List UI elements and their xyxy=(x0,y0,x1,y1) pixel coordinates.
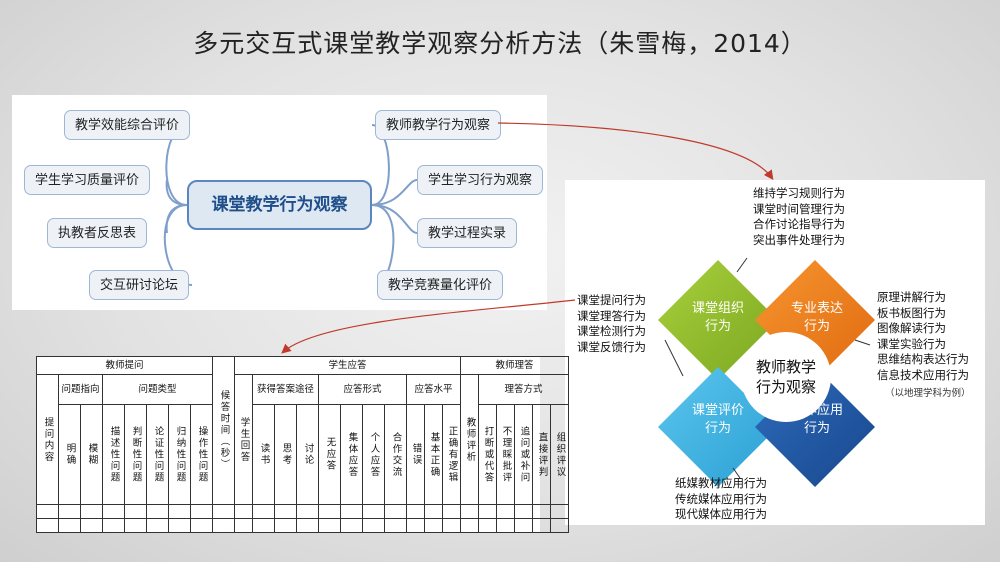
mindmap-panel: 课堂教学行为观察 教学效能综合评价 学生学习质量评价 执教者反思表 交互研讨论坛… xyxy=(12,95,547,310)
list-item: 信息技术应用行为 xyxy=(877,367,969,382)
observation-table: 教师提问 候答时间（秒） 学生应答 教师理答 提问内容 问题指向 问题类型 学生… xyxy=(35,356,570,533)
sub-form-none: 无应答 xyxy=(318,404,342,505)
sub-method-followup: 追问或补问 xyxy=(514,404,534,505)
sub-level-logical: 正确有逻辑 xyxy=(442,404,462,505)
quadrant-media-line2: 行为 xyxy=(803,421,830,436)
quadrant-expression-line1: 专业表达 xyxy=(790,301,843,316)
col-question-content: 提问内容 xyxy=(36,374,59,505)
branch-left-3 xyxy=(165,204,188,234)
list-item: 课堂实验行为 xyxy=(877,336,946,351)
sub-type-judgment: 判断性问题 xyxy=(124,404,147,505)
list-item: 维持学习规则行为 xyxy=(753,186,845,200)
sub-path-discussion: 讨论 xyxy=(296,404,320,505)
col-answer-path: 获得答案途径 xyxy=(252,374,320,405)
quadrant-evaluation-label: 课堂评价 行为 xyxy=(678,402,758,438)
sub-type-operational: 操作性问题 xyxy=(189,404,214,505)
quadrant-expression-line2: 行为 xyxy=(803,319,830,334)
sub-path-thinking: 思考 xyxy=(274,404,298,505)
table-row xyxy=(36,504,570,519)
col-student-answer: 学生回答 xyxy=(234,374,254,505)
pointer-right xyxy=(854,339,871,346)
list-evaluation-behaviors: 课堂提问行为 课堂理答行为 课堂检测行为 课堂反馈行为 xyxy=(577,293,646,355)
list-item: 突出事件处理行为 xyxy=(753,232,845,247)
branch-right-3 xyxy=(371,204,418,234)
list-item: 图像解读行为 xyxy=(877,321,946,335)
mindmap-node-teacher-behavior: 教师教学行为观察 xyxy=(375,110,502,140)
list-item: 课堂理答行为 xyxy=(577,308,646,323)
list-item: 课堂反馈行为 xyxy=(577,339,646,354)
sub-direction-clear: 明确 xyxy=(58,404,81,505)
quadrant-organization-label: 课堂组织 行为 xyxy=(678,300,758,336)
pointer-top xyxy=(736,257,748,273)
sub-method-judge: 直接评判 xyxy=(532,404,552,505)
col-teacher-comment: 教师评析 xyxy=(460,374,480,505)
sub-form-individual: 个人应答 xyxy=(362,404,386,505)
list-item: 传统媒体应用行为 xyxy=(675,491,767,506)
sub-form-cooperative: 合作交流 xyxy=(384,404,408,505)
list-item: 原理讲解行为 xyxy=(877,290,946,304)
list-media-behaviors: 纸媒教材应用行为 传统媒体应用行为 现代媒体应用行为 xyxy=(675,476,767,523)
slide-title: 多元交互式课堂教学观察分析方法（朱雪梅，2014） xyxy=(193,29,807,58)
mindmap-node-competition-eval: 教学竞赛量化评价 xyxy=(377,270,504,300)
quadrant-evaluation-line1: 课堂评价 xyxy=(691,403,744,418)
mindmap-node-forum: 交互研讨论坛 xyxy=(89,270,190,300)
col-question-type: 问题类型 xyxy=(101,374,214,405)
sub-method-interrupt: 打断或代答 xyxy=(478,404,498,505)
list-item: 现代媒体应用行为 xyxy=(675,507,767,521)
col-answer-level: 应答水平 xyxy=(406,374,462,405)
sub-method-organize: 组织评议 xyxy=(550,404,570,505)
sub-path-reading: 读书 xyxy=(252,404,276,505)
branch-left-2 xyxy=(165,179,188,206)
list-item: 合作讨论指导行为 xyxy=(753,217,845,231)
observation-table-panel: 教师提问 候答时间（秒） 学生应答 教师理答 提问内容 问题指向 问题类型 学生… xyxy=(35,356,570,533)
sub-type-argument: 论证性问题 xyxy=(146,404,169,505)
mindmap-node-process-record: 教学过程实录 xyxy=(417,218,518,248)
branch-right-2 xyxy=(371,179,418,206)
diamond-panel: 课堂组织 行为 专业表达 行为 课堂评价 行为 媒体应用 行为 教师教学 行为观… xyxy=(565,180,985,525)
header-teacher-response: 教师理答 xyxy=(460,356,570,375)
col-response-method: 理答方式 xyxy=(478,374,570,405)
diamond-center-line1: 教师教学 xyxy=(755,358,816,376)
header-student-answer: 学生应答 xyxy=(234,356,462,375)
sub-method-ignore: 不理睬批评 xyxy=(496,404,516,505)
header-teacher-question: 教师提问 xyxy=(35,356,214,375)
subject-note: （以地理学科为例） xyxy=(885,388,971,399)
list-item: 板书板图行为 xyxy=(877,305,946,320)
quadrant-expression-label: 专业表达 行为 xyxy=(777,300,857,336)
diamond-center-circle: 教师教学 行为观察 xyxy=(741,332,831,422)
sub-direction-vague: 模糊 xyxy=(80,404,103,505)
sub-level-basic: 基本正确 xyxy=(424,404,444,505)
table-row xyxy=(36,518,570,533)
sub-level-wrong: 错误 xyxy=(406,404,426,505)
mindmap-node-reflection-form: 执教者反思表 xyxy=(47,218,148,248)
col-answer-form: 应答形式 xyxy=(318,374,408,405)
header-wait-time: 候答时间（秒） xyxy=(212,356,236,505)
mindmap-center-node: 课堂教学行为观察 xyxy=(187,180,372,230)
mindmap-branches xyxy=(163,124,418,286)
mindmap-node-learning-quality: 学生学习质量评价 xyxy=(24,165,151,195)
quadrant-organization-line1: 课堂组织 xyxy=(691,301,744,316)
sub-type-descriptive: 描述性问题 xyxy=(102,404,125,505)
list-organization-behaviors: 维持学习规则行为 课堂时间管理行为 合作讨论指导行为 突出事件处理行为 xyxy=(753,186,845,248)
sub-form-collective: 集体应答 xyxy=(340,404,364,505)
list-expression-behaviors: 原理讲解行为 板书板图行为 图像解读行为 课堂实验行为 思维结构表达行为 信息技… xyxy=(877,290,969,383)
quadrant-organization-shape xyxy=(658,260,778,380)
list-item: 课堂时间管理行为 xyxy=(753,201,845,216)
list-item: 思维结构表达行为 xyxy=(877,352,969,366)
col-question-direction: 问题指向 xyxy=(58,374,103,405)
sub-type-inductive: 归纳性问题 xyxy=(168,404,191,505)
quadrant-organization-line2: 行为 xyxy=(704,319,731,334)
mindmap-node-teaching-efficacy: 教学效能综合评价 xyxy=(64,110,191,140)
quadrant-evaluation-line2: 行为 xyxy=(704,421,731,436)
list-item: 纸媒教材应用行为 xyxy=(675,476,767,490)
pointer-bottom xyxy=(732,467,741,479)
list-item: 课堂提问行为 xyxy=(577,293,646,307)
list-item: 课堂检测行为 xyxy=(577,324,646,338)
mindmap-node-student-behavior: 学生学习行为观察 xyxy=(417,165,544,195)
diamond-center-line2: 行为观察 xyxy=(755,378,816,396)
pointer-left xyxy=(664,339,684,377)
